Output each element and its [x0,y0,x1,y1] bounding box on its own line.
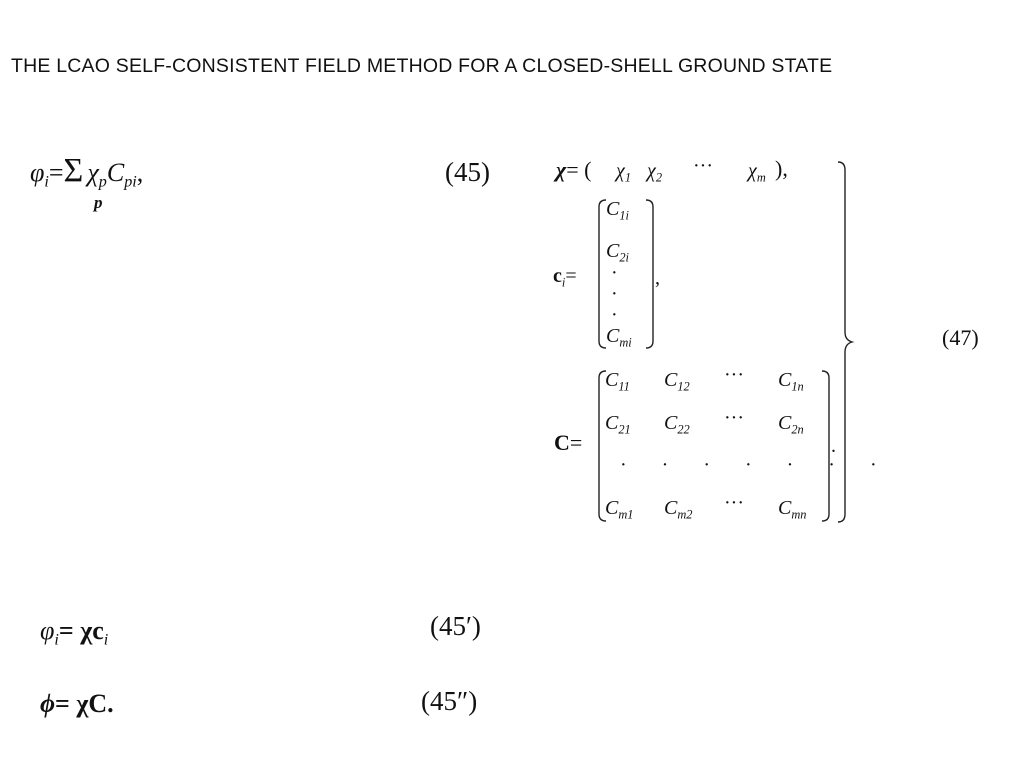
chi-lhs: χ [556,157,567,182]
chi-entry: ··· [693,155,713,177]
ci-entry: C1i [606,198,629,223]
C-matrix-cell: ··· [724,407,744,429]
right-brace [837,161,855,523]
C-matrix-dots-row: · · · · · · · [620,454,877,476]
ci-brackets [598,199,654,349]
C-matrix-cell: C12 [664,369,690,394]
C-lhs: C= [554,430,583,455]
equation-number-45-prime: (45′) [430,611,481,641]
sum-symbol: Σ [63,152,84,189]
eq45-lhs: φi [30,158,49,191]
ci-entry: C2i [606,240,629,265]
eq45-trail: , [136,158,144,187]
equation-45-prime: φi= χci [40,616,109,649]
C-matrix-cell: Cm2 [664,497,693,522]
chi-entry: χ1 [616,160,632,185]
C-matrix-brackets [598,370,830,522]
ci-entry: · [611,304,618,326]
C-matrix-trail: . [831,435,836,457]
equation-45-double-prime: ϕ= χC. [40,689,114,718]
ci-entry: · [611,262,618,284]
C-matrix-cell: ··· [724,364,744,386]
C-matrix-cell: C1n [778,369,804,394]
C-matrix-cell: C2n [778,412,804,437]
ci-trail: , [655,267,660,289]
equation-45: φi=Σ χpCpi, p [30,152,144,212]
C-matrix-cell: Cmn [778,497,807,522]
chi-entry: χ2 [647,160,663,185]
C-matrix-cell: ··· [724,492,744,514]
C-matrix-cell: C21 [605,412,631,437]
page-title: THE LCAO SELF-CONSISTENT FIELD METHOD FO… [11,55,833,77]
eq45-equals: = [48,158,64,187]
C-matrix-cell: C11 [605,369,630,394]
ci-entry: Cmi [606,325,632,350]
ci-lhs: ci= [553,265,577,290]
equation-number-45-double-prime: (45″) [421,686,478,716]
equation-number-45: (45) [445,157,490,187]
C-matrix-cell: Cm1 [605,497,634,522]
eq45-chi: χp [87,158,107,191]
chi-entry: χm [748,160,766,185]
chi-row: χ= ( [556,157,591,183]
equation-number-47: (47) [942,325,979,350]
chi-open: = ( [566,157,592,182]
ci-entry: · [611,283,618,305]
sum-index: p [94,193,103,212]
chi-close: ), [775,156,788,181]
eq45-coef: Cpi [106,158,137,191]
C-matrix-cell: C22 [664,412,690,437]
